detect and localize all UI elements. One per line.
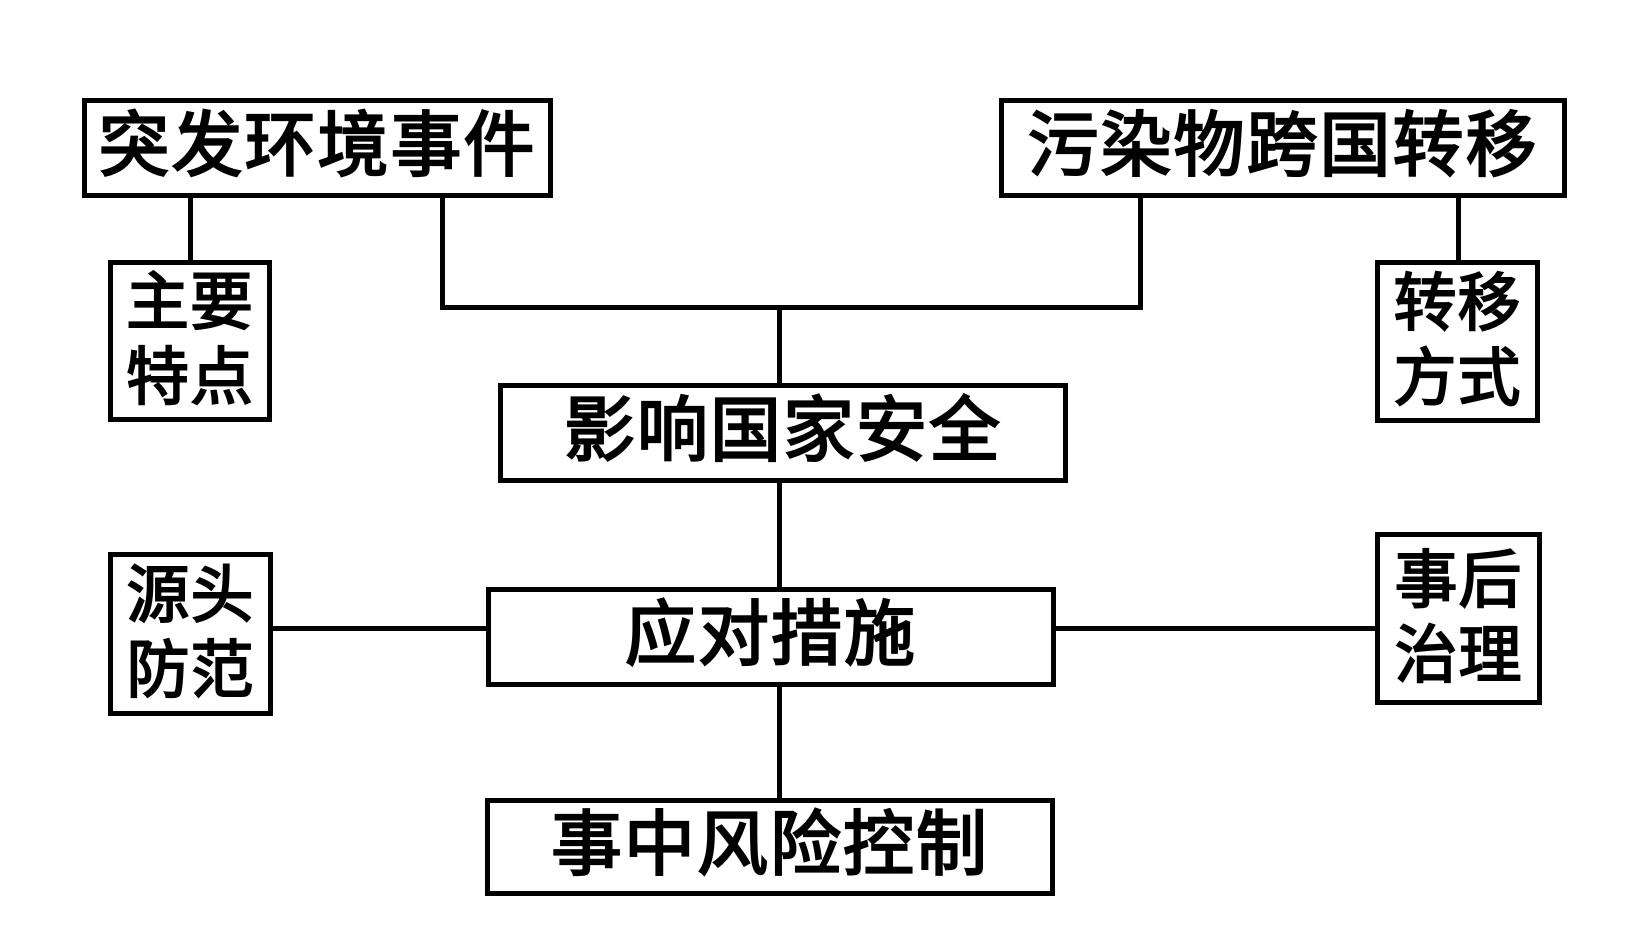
node-transfer-methods-line2: 方式 — [1393, 343, 1522, 414]
node-countermeasures: 应对措施 — [486, 587, 1056, 687]
connector-pollutant-transfer-down — [1138, 195, 1143, 310]
node-countermeasures-label: 应对措施 — [624, 597, 917, 676]
node-transboundary-pollutant-transfer-label: 污染物跨国转移 — [1027, 108, 1539, 187]
node-main-features-line1: 主要 — [126, 268, 254, 338]
node-source-prevention: 源头 防范 — [108, 552, 273, 716]
connector-source-prevention-to-countermeasures — [270, 626, 490, 631]
connector-countermeasures-to-risk-control — [777, 684, 782, 801]
connector-rail-to-national-security — [777, 305, 782, 386]
node-sudden-environmental-events-label: 突发环境事件 — [98, 108, 537, 187]
node-in-process-risk-control: 事中风险控制 — [485, 798, 1055, 896]
connector-pollutant-transfer-to-transfer-methods — [1456, 195, 1461, 263]
node-sudden-environmental-events: 突发环境事件 — [82, 98, 553, 198]
node-affects-national-security: 影响国家安全 — [498, 383, 1068, 483]
node-post-event-treatment-line2: 治理 — [1394, 620, 1523, 691]
connector-sudden-events-to-main-features — [188, 195, 193, 263]
connector-merge-rail — [440, 305, 1143, 310]
node-main-features-line2: 特点 — [126, 343, 254, 413]
node-main-features: 主要 特点 — [108, 260, 272, 422]
node-in-process-risk-control-label: 事中风险控制 — [550, 807, 989, 886]
node-source-prevention-line2: 防范 — [126, 636, 255, 706]
node-post-event-treatment-line1: 事后 — [1394, 545, 1523, 616]
node-transfer-methods-line1: 转移 — [1393, 268, 1522, 339]
node-affects-national-security-label: 影响国家安全 — [563, 393, 1002, 472]
connector-national-security-to-countermeasures — [777, 480, 782, 590]
node-source-prevention-line1: 源头 — [126, 561, 255, 631]
node-transboundary-pollutant-transfer: 污染物跨国转移 — [999, 98, 1567, 198]
node-post-event-treatment: 事后 治理 — [1375, 532, 1542, 705]
connector-countermeasures-to-post-treatment — [1053, 626, 1378, 631]
connector-sudden-events-down — [440, 195, 445, 310]
node-transfer-methods: 转移 方式 — [1375, 260, 1540, 423]
